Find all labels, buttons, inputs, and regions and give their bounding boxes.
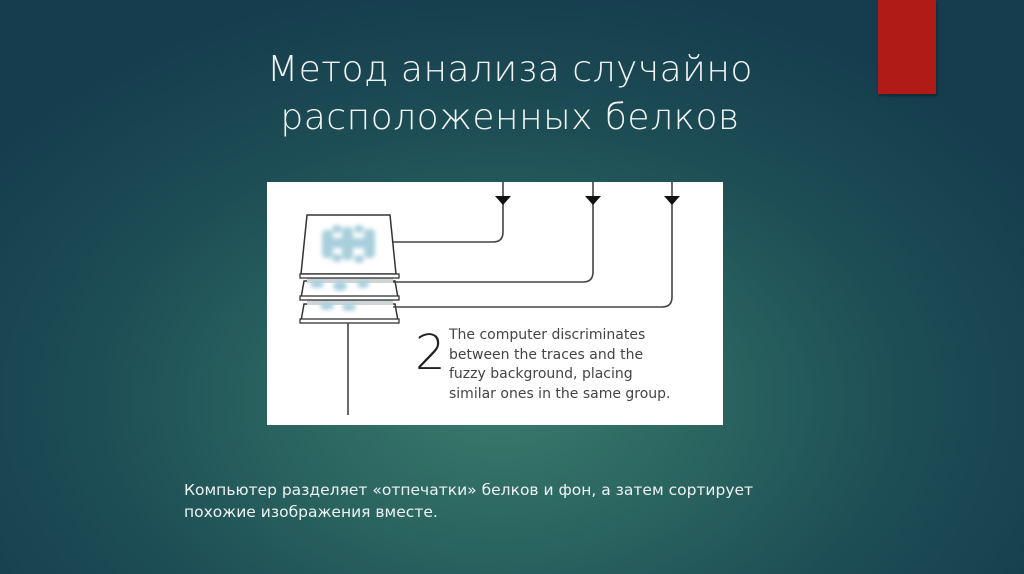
title-line-2: расположенных белков [280,97,740,138]
diagram-lines [299,182,680,415]
caption-line-2: похожие изображения вместе. [184,503,438,521]
diagram-figure: 2 The computer discriminates between the… [267,182,723,425]
step-number: 2 [415,325,446,381]
image-stack-icon [299,214,400,324]
arrow-down-icon [495,196,511,205]
title-line-1: Метод анализа случайно [267,49,753,90]
step-description: The computer discriminates between the t… [449,326,719,404]
step-text-line: similar ones in the same group. [449,385,671,402]
accent-bar [878,0,936,94]
arrow-down-icon [664,196,680,205]
connector-lines [347,182,673,415]
step-text-line: fuzzy background, placing [449,366,633,382]
slide-title: Метод анализа случайно расположенных бел… [200,46,820,142]
arrow-down-icon [585,196,601,205]
step-text-line: The computer discriminates [449,327,646,343]
caption-line-1: Компьютер разделяет «отпечатки» белков и… [184,481,754,499]
step-text-line: between the traces and the [449,346,644,363]
slide-caption: Компьютер разделяет «отпечатки» белков и… [184,479,884,523]
